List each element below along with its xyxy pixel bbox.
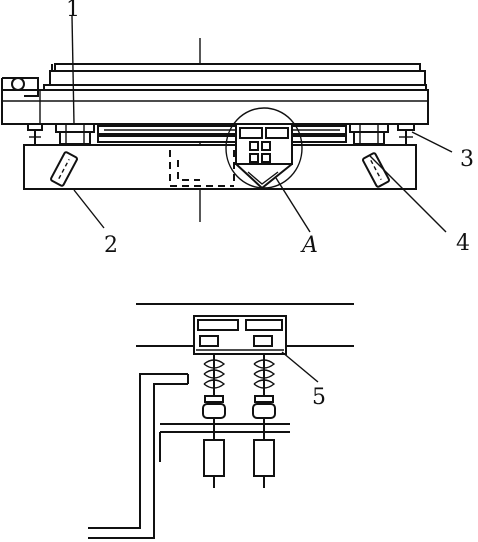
- hidden-bracket: [169, 150, 235, 187]
- roller-right: [362, 152, 390, 188]
- top-assembly: 1 2 3 4 A: [1, 0, 474, 258]
- bearing-left: [55, 123, 95, 145]
- leader-lines: [71, 15, 453, 233]
- label-A: A: [300, 233, 318, 258]
- main-beam: [1, 89, 429, 125]
- detail-view: 5: [88, 303, 354, 539]
- center-rail: [97, 125, 347, 143]
- bolt-stack-right: [252, 354, 276, 488]
- bolt-stack-left: [202, 354, 226, 488]
- base-frame: [23, 144, 417, 190]
- bearing-right: [349, 123, 389, 145]
- label-2: 2: [104, 233, 118, 258]
- label-1: 1: [66, 0, 80, 22]
- detail-region: [225, 107, 303, 190]
- roller-left: [50, 151, 78, 187]
- bolt-right: [397, 123, 415, 145]
- upper-table: [43, 63, 427, 92]
- left-hook: [1, 77, 39, 124]
- label-3: 3: [460, 147, 474, 172]
- label-5: 5: [312, 385, 326, 410]
- detail-circle: [225, 107, 303, 189]
- clamp-block: [193, 315, 287, 355]
- bolt-left: [27, 123, 43, 145]
- z-bracket: [88, 373, 189, 539]
- label-4: 4: [456, 231, 470, 256]
- leader-5: [281, 351, 319, 383]
